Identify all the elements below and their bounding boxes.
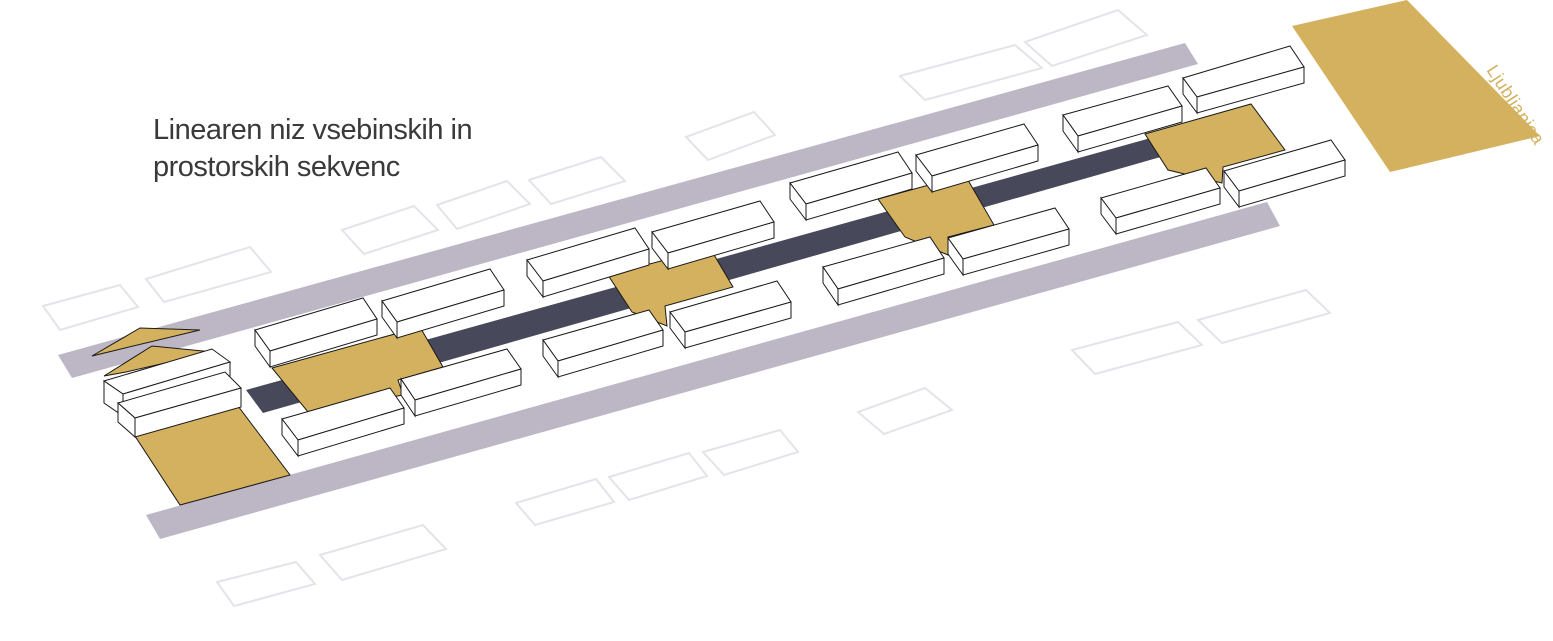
- building-pair-3: [789, 123, 1070, 307]
- building-pair-4: [1062, 45, 1346, 236]
- ghost-building: [527, 155, 627, 206]
- riverside-park: [1292, 0, 1540, 172]
- building: [1196, 66, 1305, 114]
- ghost-building: [318, 523, 448, 582]
- building: [1115, 187, 1221, 235]
- building: [134, 387, 242, 438]
- caption-line-2: prostorskih sekvenc: [153, 151, 400, 183]
- building: [931, 144, 1039, 193]
- street-north: [58, 43, 1198, 378]
- ghost-building: [1070, 320, 1204, 376]
- building-pair-2: [526, 200, 792, 379]
- building: [684, 301, 792, 349]
- ghost-building: [41, 283, 140, 332]
- building: [542, 248, 650, 298]
- ghost-building: [607, 451, 709, 502]
- ghost-building: [215, 560, 317, 608]
- street-south: [146, 202, 1280, 539]
- ghost-building: [1023, 8, 1149, 68]
- building: [837, 257, 945, 306]
- building: [805, 172, 913, 221]
- west-building-stack: [102, 348, 242, 439]
- diagram-caption: Linearen niz vsebinskih in prostorskih s…: [153, 112, 473, 186]
- building: [962, 228, 1070, 276]
- building: [297, 407, 405, 457]
- building: [414, 368, 522, 417]
- building: [557, 329, 664, 378]
- ghost-building: [856, 386, 955, 436]
- building: [667, 221, 775, 270]
- context-buildings-top: [41, 8, 1149, 332]
- building: [1077, 105, 1183, 153]
- ghost-building: [340, 204, 440, 256]
- ghost-building: [701, 428, 800, 477]
- building-pair-1: [254, 268, 522, 458]
- caption-line-1: Linearen niz vsebinskih in: [153, 114, 473, 146]
- building: [396, 289, 505, 339]
- sequence-plaza-4: [1144, 103, 1286, 184]
- ghost-building: [898, 43, 1045, 102]
- ghost-building: [435, 179, 532, 231]
- ghost-building: [1196, 288, 1332, 345]
- building: [1238, 159, 1346, 208]
- ghost-building: [514, 477, 616, 527]
- context-buildings-bottom: [215, 288, 1332, 608]
- ghost-building: [144, 245, 273, 304]
- ghost-building: [684, 110, 777, 162]
- building: [269, 318, 378, 368]
- roof-slab: [91, 327, 201, 357]
